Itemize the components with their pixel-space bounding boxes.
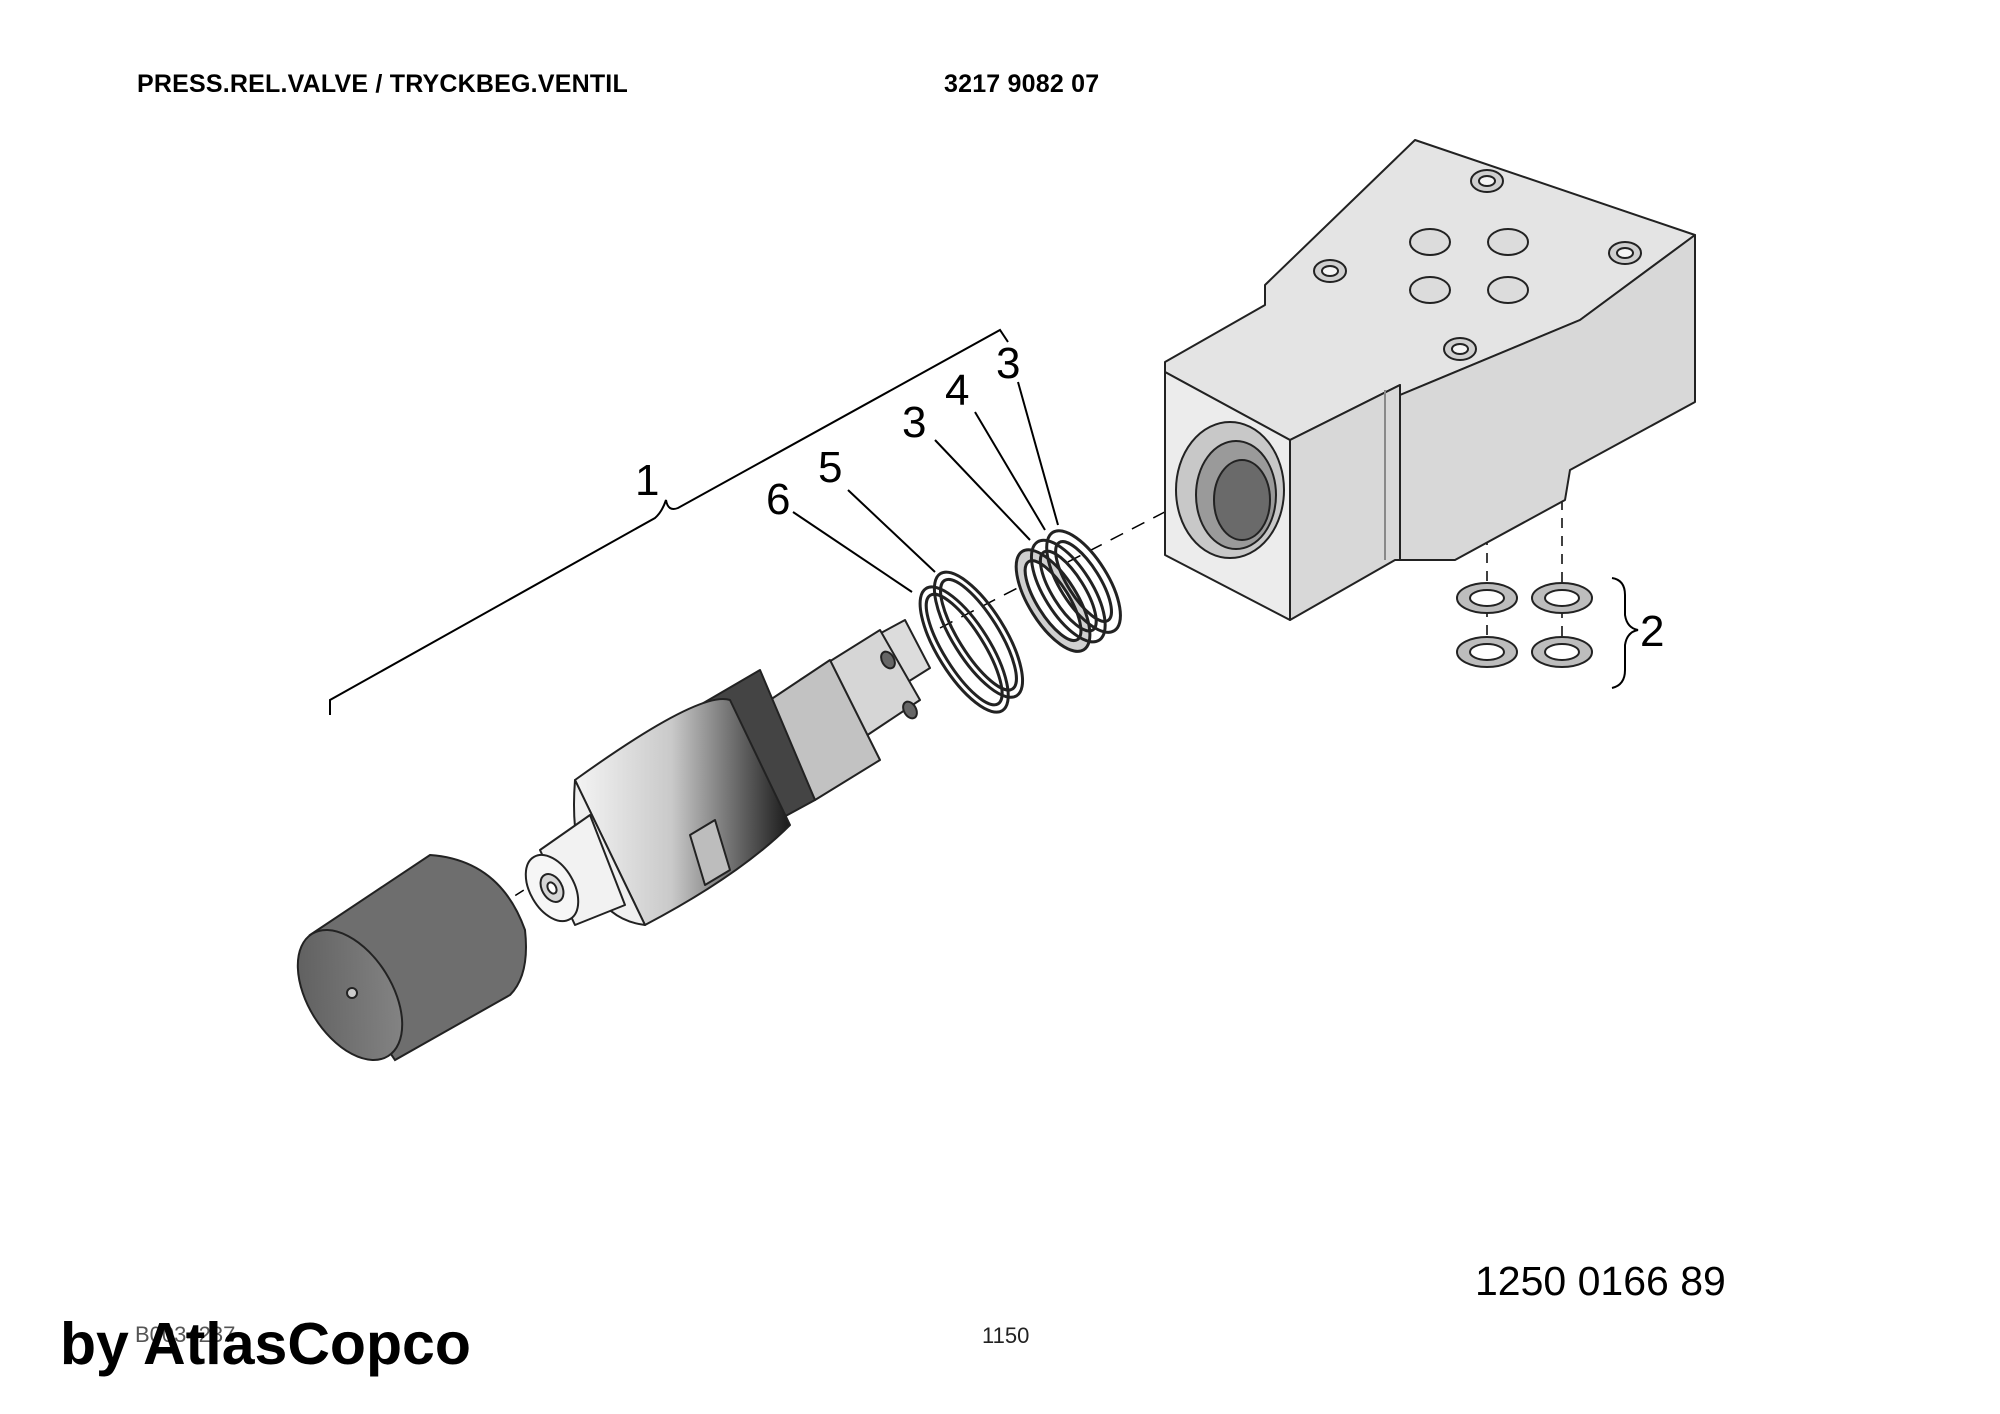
backup-rings (1014, 529, 1122, 653)
callout-3b: 3 (996, 339, 1020, 388)
block-ports (1313, 169, 1642, 361)
seal-washers (1456, 582, 1593, 668)
drawing-number: B0034237 (135, 1322, 236, 1347)
callout-2: 2 (1640, 607, 1664, 656)
part-number: 3217 9082 07 (944, 70, 1100, 98)
brand-watermark: by AtlasCopco (60, 1311, 471, 1377)
leader-lines (792, 381, 1059, 593)
callout-6: 6 (766, 475, 790, 524)
block-main-port (1175, 421, 1285, 559)
callout-4: 4 (945, 366, 969, 415)
callout-5: 5 (818, 443, 842, 492)
callout-1: 1 (635, 456, 659, 505)
bracket-2 (1611, 577, 1639, 689)
protective-cap (296, 853, 527, 1062)
callout-3a: 3 (902, 398, 926, 447)
cartridge-valve (524, 619, 931, 926)
page-number: 1150 (982, 1323, 1030, 1348)
o-rings (918, 570, 1025, 714)
order-number: 1250 0166 89 (1475, 1258, 1726, 1304)
bracket-1 (329, 328, 1009, 715)
page-title: PRESS.REL.VALVE / TRYCKBEG.VENTIL (137, 70, 628, 98)
